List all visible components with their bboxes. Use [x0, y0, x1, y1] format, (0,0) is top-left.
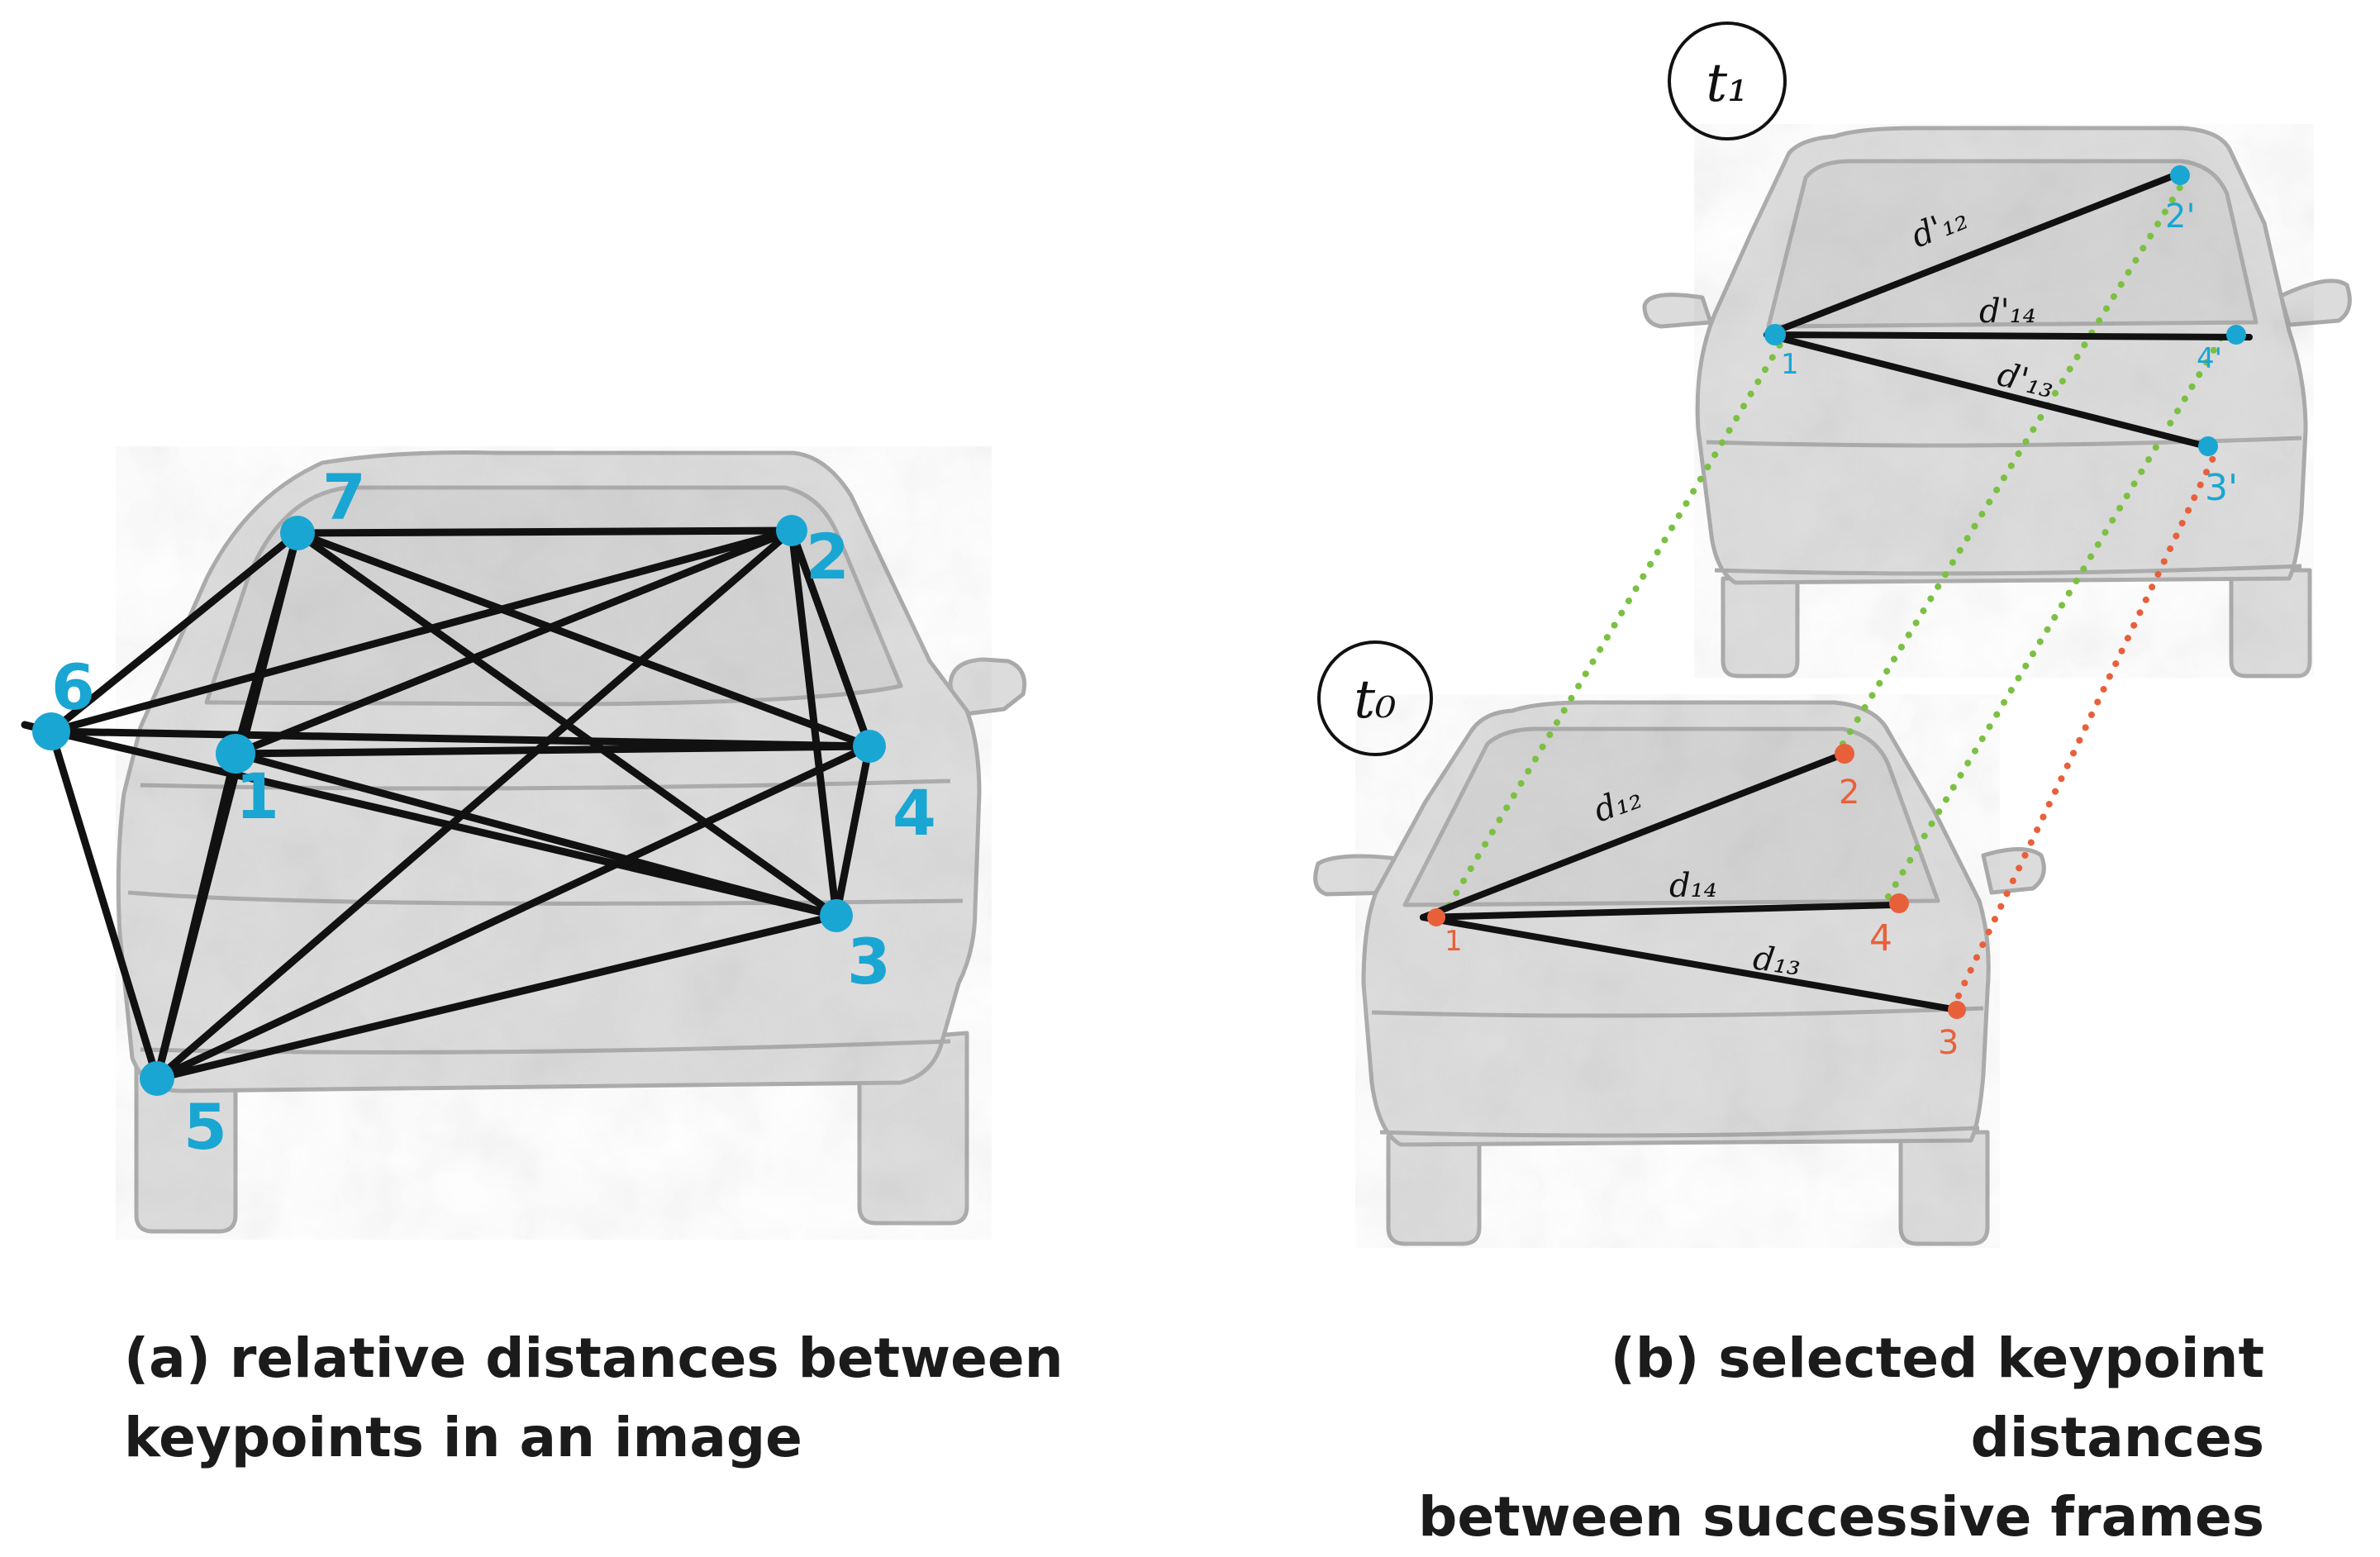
- keypoint-distance-figure: 1 2 3 4 5 6 7: [21, 21, 2352, 1248]
- edge-1-3: [231, 750, 840, 920]
- time-circle-t1: [1668, 21, 1787, 140]
- keypoint-label-6: 6: [51, 650, 95, 724]
- keypoint-label-2: 2: [806, 520, 850, 593]
- match-line-4: [1885, 331, 2226, 900]
- t0-keypoint-3: [1948, 1001, 1966, 1019]
- edge-6-4: [47, 727, 873, 750]
- time-text-t1: t₁: [1706, 53, 1748, 114]
- t1-keypoint-label-3: 3': [2205, 467, 2238, 509]
- t0-label-d14: d₁₄: [1669, 867, 1717, 905]
- caption-b-line2: between successive frames: [1418, 1485, 2264, 1549]
- time-circle-t0: [1317, 640, 1433, 756]
- t1-keypoint-label-1: 1: [1781, 348, 1799, 381]
- edge-6-3: [47, 727, 840, 920]
- t1-line-d13: [1764, 331, 2210, 450]
- caption-b: (b) selected keypoint distances between …: [1322, 1319, 2264, 1557]
- caption-a: (a) relative distances between keypoints…: [124, 1319, 1116, 1478]
- keypoint-5: [140, 1061, 174, 1096]
- t1-line-d12: [1764, 172, 2178, 338]
- t0-keypoints: [1427, 744, 1966, 1019]
- t0-keypoint-label-3: 3: [1938, 1024, 1959, 1062]
- keypoint-6: [32, 712, 70, 750]
- edge-1-4: [231, 742, 873, 758]
- caption-a-line1: (a) relative distances between: [124, 1326, 1064, 1390]
- edge-6-2: [47, 526, 796, 736]
- t1-keypoint-labels: 1 2' 3' 4': [1781, 198, 2238, 509]
- t1-keypoints: [1764, 165, 2246, 456]
- t1-line-d14: [1764, 331, 2253, 340]
- caption-a-line2: keypoints in an image: [124, 1406, 802, 1469]
- keypoint-label-7: 7: [322, 460, 366, 534]
- keypoint-2: [776, 515, 807, 546]
- edge-2-4: [788, 526, 873, 750]
- car-t1-texture: [1694, 124, 2314, 678]
- edge-7-4: [293, 529, 873, 750]
- time-text-t0: t₀: [1354, 669, 1396, 731]
- edge-4-5: [153, 742, 873, 1083]
- t0-label-d13: d₁₃: [1751, 939, 1804, 983]
- keypoint-label-1: 1: [236, 759, 279, 833]
- panel-a-distance-lines: [21, 526, 873, 1083]
- t1-label-d14: d'₁₄: [1979, 293, 2036, 331]
- panel-a-keypoint-labels: 1 2 3 4 5 6 7: [51, 460, 936, 1164]
- t0-line-d13: [1420, 914, 1960, 1013]
- time-label-t0: t₀: [1317, 640, 1433, 756]
- match-line-3: [1955, 451, 2218, 999]
- t0-keypoint-2: [1835, 744, 1854, 764]
- keypoint-1: [216, 734, 255, 774]
- car-t0-texture: [1355, 694, 2000, 1248]
- keypoint-4: [853, 730, 886, 763]
- t0-keypoint-label-4: 4: [1869, 917, 1892, 959]
- t1-keypoint-label-2: 2': [2165, 198, 2195, 236]
- t1-distance-lines: [1764, 172, 2253, 450]
- caption-b-line1: (b) selected keypoint distances: [1610, 1326, 2264, 1469]
- t0-line-d14: [1420, 902, 1897, 921]
- match-line-1: [1439, 336, 1787, 921]
- t0-keypoint-label-2: 2: [1839, 774, 1859, 812]
- time-label-t1: t₁: [1668, 21, 1787, 140]
- edge-4-3: [832, 742, 873, 920]
- keypoint-3: [820, 899, 853, 932]
- keypoint-label-4: 4: [892, 776, 936, 850]
- edge-1-5: [153, 750, 240, 1083]
- t0-keypoint-1: [1427, 908, 1445, 926]
- keypoint-7: [280, 516, 315, 550]
- edge-2-1: [231, 526, 796, 758]
- t0-keypoint-label-1: 1: [1445, 925, 1463, 958]
- t1-keypoint-4: [2226, 325, 2246, 345]
- edge-2-5: [153, 526, 796, 1083]
- keypoint-label-5: 5: [183, 1090, 227, 1164]
- t0-distance-lines: [1420, 750, 1960, 1013]
- match-line-2: [1840, 174, 2189, 747]
- edge-7-2: [293, 526, 796, 537]
- keypoint-label-3: 3: [847, 925, 891, 998]
- t0-keypoint-labels: 1 2 3 4: [1445, 774, 1959, 1062]
- t0-keypoint-4: [1889, 893, 1909, 913]
- t1-keypoint-2: [2170, 165, 2190, 185]
- edge-6-5: [47, 727, 161, 1083]
- panel-a-keypoints: [32, 515, 886, 1096]
- t1-keypoint-3: [2198, 436, 2218, 456]
- edge-3-5: [153, 912, 840, 1083]
- t0-line-d12: [1420, 750, 1848, 921]
- t1-keypoint-1: [1764, 324, 1786, 345]
- edge-2-3: [788, 526, 840, 920]
- correspondence-lines: [1439, 174, 2226, 999]
- edge-6-7: [47, 529, 302, 736]
- t1-keypoint-label-4: 4': [2197, 342, 2222, 375]
